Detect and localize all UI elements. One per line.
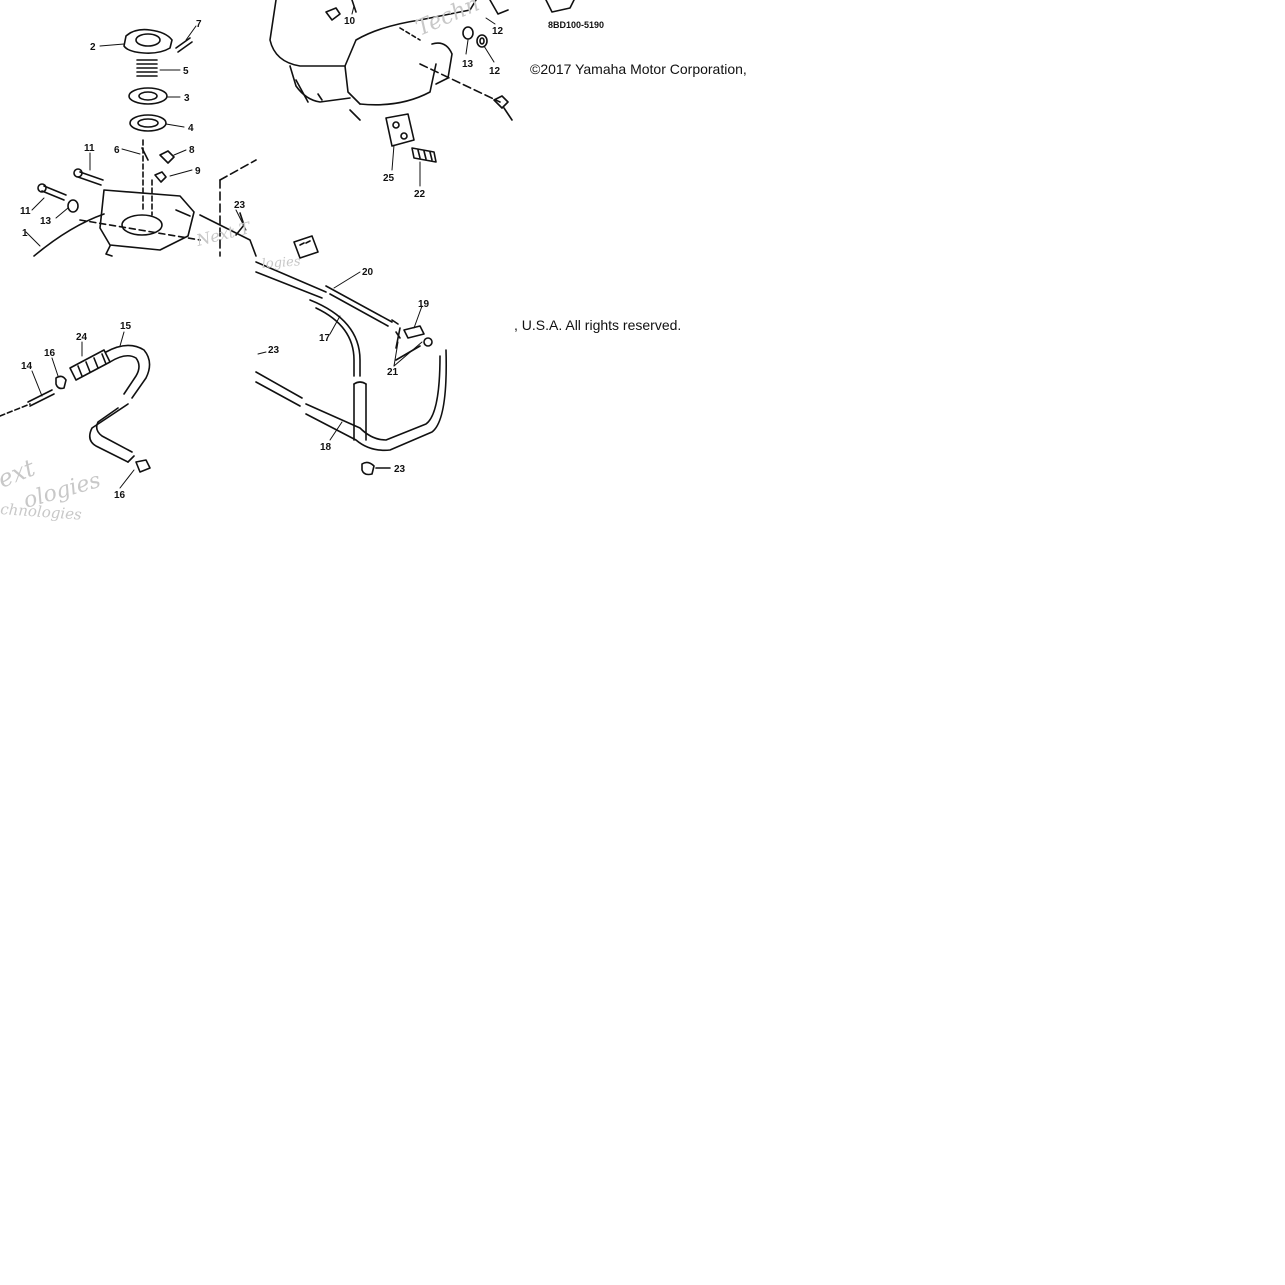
callout-13-left: 13 xyxy=(40,216,52,227)
callout-9: 9 xyxy=(195,166,201,177)
callout-17: 17 xyxy=(319,333,331,344)
copyright-line-2: , U.S.A. All rights reserved. xyxy=(514,317,682,333)
watermark-lower-3: chnologies xyxy=(0,500,83,524)
callout-16-lower: 16 xyxy=(114,490,126,501)
callout-12-upper: 12 xyxy=(492,26,504,37)
callout-4: 4 xyxy=(188,123,194,134)
filler-cap-assembly xyxy=(33,28,257,257)
watermarks: Techn Next T logies ext ologies chnologi… xyxy=(0,0,483,524)
callout-23-top: 23 xyxy=(234,200,246,211)
callout-16-upper: 16 xyxy=(44,348,56,359)
callout-20: 20 xyxy=(362,267,374,278)
callout-8: 8 xyxy=(189,145,195,156)
watermark-center-2: logies xyxy=(261,254,301,272)
vent-hose-assembly xyxy=(255,235,448,476)
callout-numbers: 1 2 3 4 5 6 7 8 9 10 11 11 12 12 13 13 1… xyxy=(20,16,604,501)
callout-leaders xyxy=(25,5,496,489)
callout-21: 21 xyxy=(387,367,399,378)
callout-22: 22 xyxy=(414,189,426,200)
callout-6: 6 xyxy=(114,145,120,156)
callout-11-lower: 11 xyxy=(20,206,31,217)
callout-14: 14 xyxy=(21,361,33,372)
callout-25: 25 xyxy=(383,173,395,184)
callout-23-middle: 23 xyxy=(268,345,280,356)
callout-2: 2 xyxy=(90,42,96,53)
callout-3: 3 xyxy=(184,93,190,104)
callout-12-lower: 12 xyxy=(489,66,501,77)
callout-19: 19 xyxy=(418,299,430,310)
callout-10: 10 xyxy=(344,16,356,27)
fuel-tank xyxy=(269,0,575,163)
callout-1: 1 xyxy=(22,228,28,239)
callout-23-bottom: 23 xyxy=(394,464,406,475)
watermark-center: Next T xyxy=(193,218,253,250)
callout-13-right: 13 xyxy=(462,59,474,70)
callout-7: 7 xyxy=(196,19,202,30)
breather-hose-assembly xyxy=(0,344,151,473)
callout-15: 15 xyxy=(120,321,132,332)
drawing-code: 8BD100-5190 xyxy=(548,20,604,30)
copyright-line-1: ©2017 Yamaha Motor Corporation, xyxy=(530,61,747,77)
callout-18: 18 xyxy=(320,442,332,453)
callout-5: 5 xyxy=(183,66,189,77)
callout-11-upper: 11 xyxy=(84,143,95,154)
callout-24: 24 xyxy=(76,332,88,343)
